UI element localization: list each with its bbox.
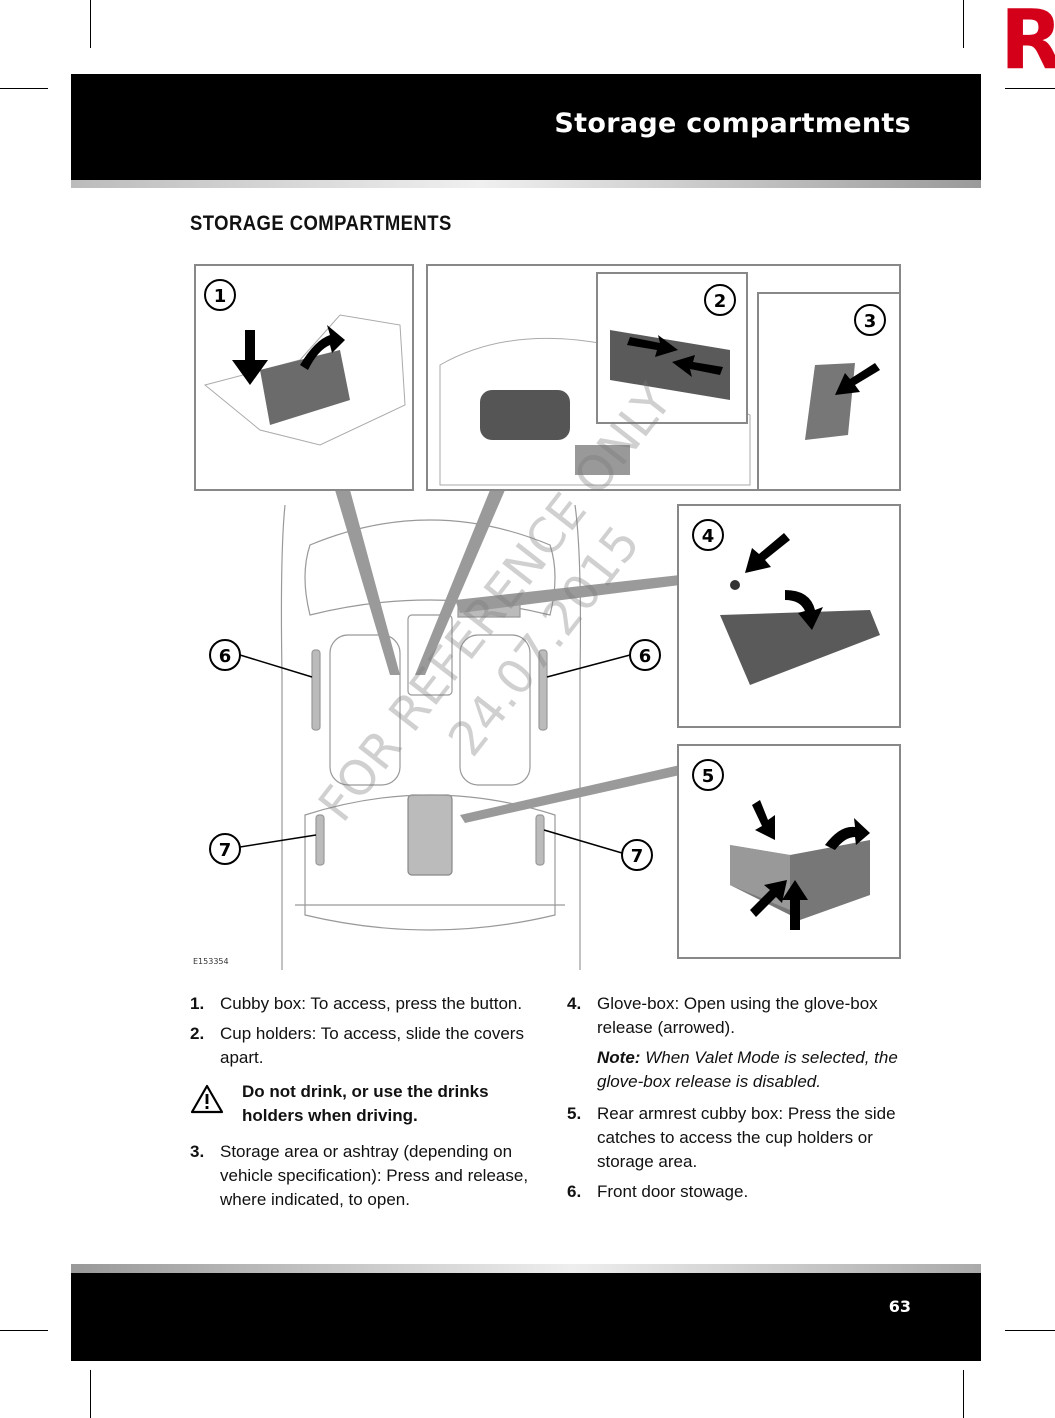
item-number: 2.	[190, 1024, 205, 1043]
crop-mark	[963, 1370, 964, 1418]
item-number: 4.	[567, 994, 582, 1013]
panel-1-cubby-box: 1	[194, 264, 414, 491]
note-text: When Valet Mode is selected, the glove-b…	[597, 1048, 898, 1091]
footer-shade	[71, 1264, 981, 1273]
item-number: 3.	[190, 1142, 205, 1161]
callout-7-left: 7	[219, 840, 232, 861]
note-label: Note:	[597, 1048, 641, 1067]
item-text: Cup holders: To access, slide the covers…	[220, 1024, 524, 1067]
crop-mark	[1005, 1330, 1055, 1331]
item-number: 5.	[567, 1104, 582, 1123]
list-item: 3. Storage area or ashtray (depending on…	[190, 1140, 530, 1212]
crop-mark	[0, 1330, 48, 1331]
figure-id: E153354	[193, 957, 229, 966]
left-column: 1. Cubby box: To access, press the butto…	[190, 992, 530, 1218]
door-callouts: 6 6 7 7	[209, 639, 661, 871]
list-item: 2. Cup holders: To access, slide the cov…	[190, 1022, 530, 1070]
footer-bar: 63	[71, 1273, 981, 1361]
warning-icon	[190, 1084, 224, 1114]
callout-5: 5	[702, 766, 715, 787]
callout-6-left: 6	[219, 646, 232, 667]
item-number: 1.	[190, 994, 205, 1013]
callout-4: 4	[702, 526, 715, 547]
crop-mark	[963, 0, 964, 48]
panel-5-rear-armrest: 5	[677, 744, 901, 959]
note-block: Note: When Valet Mode is selected, the g…	[567, 1046, 907, 1094]
callout-6-right: 6	[639, 646, 652, 667]
list-item: 1. Cubby box: To access, press the butto…	[190, 992, 530, 1016]
warning-block: Do not drink, or use the drinks holders …	[190, 1080, 530, 1128]
item-number: 6.	[567, 1182, 582, 1201]
storage-figure: 1 2 3	[190, 255, 905, 970]
list-item: 6. Front door stowage.	[567, 1180, 907, 1204]
car-top-view	[280, 504, 582, 970]
callout-1: 1	[214, 286, 227, 307]
panel-2-cup-holders: 2	[596, 272, 748, 424]
header-title: Storage compartments	[554, 108, 911, 139]
callout-2: 2	[714, 291, 727, 312]
item-text: Cubby box: To access, press the button.	[220, 994, 523, 1013]
panel-3-storage-area: 3	[757, 292, 901, 491]
panel-4-glove-box: 4	[677, 504, 901, 728]
item-text: Storage area or ashtray (depending on ve…	[220, 1142, 529, 1209]
crop-mark	[0, 88, 48, 89]
crop-mark	[90, 0, 91, 48]
item-text: Rear armrest cubby box: Press the side c…	[597, 1104, 896, 1171]
right-column: 4. Glove-box: Open using the glove-box r…	[567, 992, 907, 1210]
page-number: 63	[888, 1297, 911, 1316]
callout-7-right: 7	[631, 846, 644, 867]
header-bar: Storage compartments	[71, 74, 981, 180]
crop-mark	[90, 1370, 91, 1418]
list-item: 5. Rear armrest cubby box: Press the sid…	[567, 1102, 907, 1174]
callout-3: 3	[864, 311, 877, 332]
corner-r-mark: R	[1000, 0, 1055, 88]
crop-mark	[1005, 88, 1055, 89]
warning-text: Do not drink, or use the drinks holders …	[242, 1082, 489, 1125]
header-shade	[71, 180, 981, 188]
list-item: 4. Glove-box: Open using the glove-box r…	[567, 992, 907, 1040]
item-text: Glove-box: Open using the glove-box rele…	[597, 994, 878, 1037]
item-text: Front door stowage.	[597, 1182, 749, 1201]
section-title: STORAGE COMPARTMENTS	[190, 212, 452, 235]
